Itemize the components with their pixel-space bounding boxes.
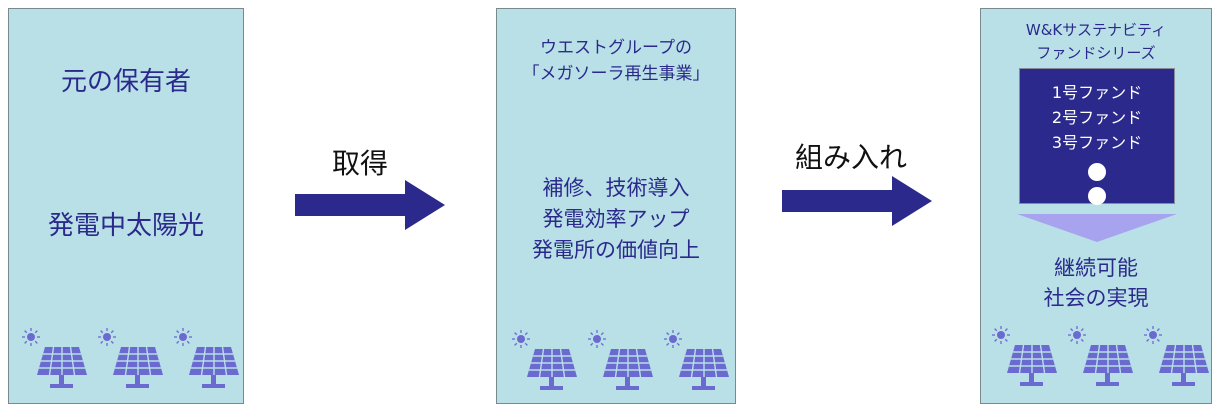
mega-solar-regeneration-panel: ウエストグループの 「メガソーラ再生事業」 補修、技術導入 発電効率アップ 発電… <box>496 8 736 404</box>
sustainable-line1: 継続可能 <box>1054 256 1138 280</box>
west-group-heading-line1: ウエストグループの <box>540 38 692 58</box>
fund-series-heading-line1: W&Kサステナビティ <box>1025 21 1167 39</box>
solar-panel-icon <box>588 330 653 390</box>
operating-solar-label: 発電中太陽光 <box>47 211 204 241</box>
solar-panel-icon <box>992 326 1057 386</box>
fund-series-heading: W&Kサステナビティ ファンドシリーズ <box>981 19 1211 65</box>
incorporate-label: 組み入れ <box>795 141 908 174</box>
original-owner-panel: 元の保有者 発電中太陽光 <box>8 8 244 404</box>
acquire-arrow <box>295 180 445 230</box>
solar-panel-icon <box>1068 326 1133 386</box>
solar-panel-icon <box>1144 326 1209 386</box>
original-owner-title: 元の保有者 <box>60 67 191 97</box>
regeneration-benefits: 補修、技術導入 発電効率アップ 発電所の価値向上 <box>497 173 735 266</box>
fund-item: 3号ファンド <box>1051 133 1143 152</box>
ellipsis-dot <box>1088 163 1106 181</box>
benefit-efficiency: 発電効率アップ <box>542 207 690 231</box>
solar-panel-group <box>992 326 1209 386</box>
sustainability-fund-panel: W&Kサステナビティ ファンドシリーズ 1号ファンド 2号ファンド 3号ファンド… <box>980 8 1212 404</box>
fund-item: 2号ファンド <box>1051 108 1143 127</box>
west-group-heading-line2: 「メガソーラ再生事業」 <box>522 64 710 84</box>
down-triangle-icon <box>1017 214 1177 242</box>
fund-series-heading-line2: ファンドシリーズ <box>1036 44 1156 62</box>
west-group-heading: ウエストグループの 「メガソーラ再生事業」 <box>497 35 735 87</box>
solar-panel-icon <box>174 328 239 388</box>
acquire-label: 取得 <box>332 147 389 180</box>
solar-panel-icon <box>22 328 87 388</box>
fund-list-box: 1号ファンド 2号ファンド 3号ファンド <box>1019 68 1175 205</box>
benefit-value: 発電所の価値向上 <box>532 238 700 262</box>
solar-panel-group <box>512 330 729 390</box>
ellipsis-dot <box>1088 187 1106 205</box>
solar-panel-group <box>22 328 239 388</box>
solar-panel-icon <box>512 330 577 390</box>
fund-item: 1号ファンド <box>1051 83 1143 102</box>
incorporate-arrow <box>782 176 932 226</box>
sustainable-line2: 社会の実現 <box>1043 286 1149 310</box>
solar-panel-icon <box>98 328 163 388</box>
solar-panel-icon <box>664 330 729 390</box>
benefit-repair: 補修、技術導入 <box>542 176 690 200</box>
sustainable-society-text: 継続可能 社会の実現 <box>981 253 1211 313</box>
